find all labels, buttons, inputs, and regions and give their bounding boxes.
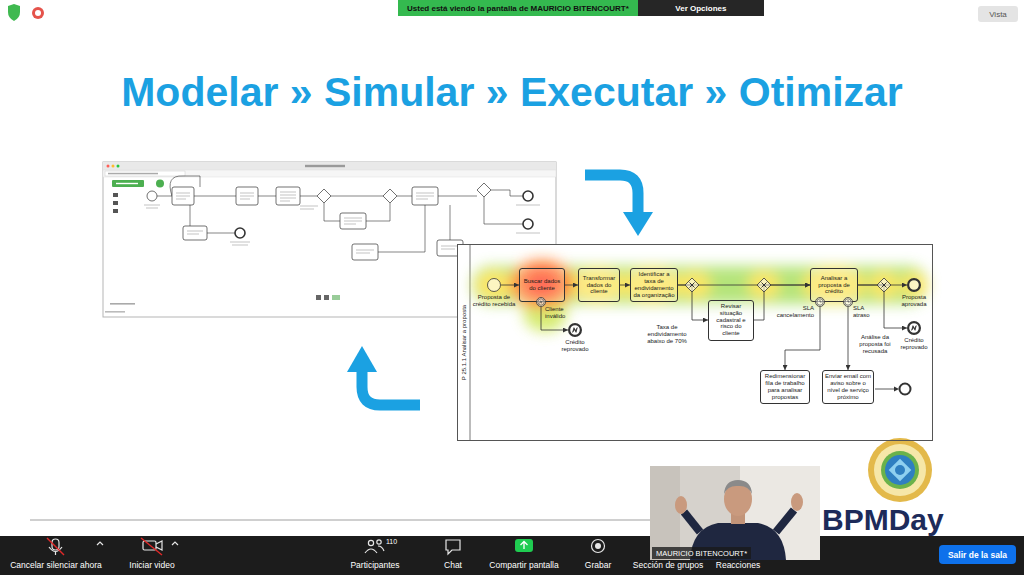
pool-ground (457, 244, 933, 441)
bpmn-task: Analisar a proposta de crédito (810, 268, 858, 302)
bpmn-task: Transformar dados do cliente (578, 268, 620, 302)
sequence-flow (858, 285, 907, 328)
event-circle (487, 278, 501, 292)
label-box: Iniciar video (82, 561, 222, 570)
event-label-box: Proposta aprovada (898, 294, 930, 308)
event-label: SLA atraso (853, 305, 879, 319)
toolbar-label: Reacciones (668, 561, 808, 570)
security-icon (8, 4, 20, 21)
bpmn-event: Proposta de crédito recebida (487, 278, 501, 292)
event-label: Proposta de crédito recebida (472, 294, 516, 308)
sequence-flow (848, 307, 849, 370)
sequence-flow (501, 285, 519, 286)
event-circle (536, 297, 546, 307)
event-label: Crédito reprovado (557, 339, 593, 353)
view-button: Vista (978, 6, 1018, 22)
event-label-box: SLA cancelamento (774, 305, 814, 319)
task-label: Analisar a proposta de crédito (813, 275, 855, 296)
bpmn-event: Proposta aprovada (907, 278, 921, 292)
bpmn-task: Buscar dados do cliente (519, 268, 565, 302)
boundary-event: SLA atraso (843, 297, 853, 307)
event-label: Crédito reprovado (898, 337, 930, 351)
logo-text: BPMDay (822, 503, 944, 536)
event-label: Cliente inválido (545, 306, 573, 320)
toolbar-label: Cancelar silenciar ahora (0, 561, 126, 570)
pool-label-box: P 25.1.1 Analisar a proposta (458, 245, 470, 440)
label-box: BPMDay (822, 503, 944, 536)
slide-title-box: Modelar » Simular » Executar » Otimizar (0, 70, 1024, 115)
flow-label-box: Taxa de endividamento abaixo de 70% (646, 324, 688, 345)
bpmday-emblem (868, 438, 932, 502)
event-circle (568, 323, 582, 337)
sequence-flow (875, 389, 895, 390)
slide-rule (30, 520, 650, 521)
event-circle (843, 297, 853, 307)
flow-label: Análise da proposta foi recusada (857, 334, 893, 355)
pool-label: P 25.1.1 Analisar a proposta (461, 305, 467, 380)
share-banner: Usted está viendo la pantalla de MAURICI… (398, 0, 638, 16)
menu-text: Ver Opciones (675, 4, 726, 13)
video-tile (650, 466, 820, 560)
task-label: Enviar email com aviso sobre o nível de … (825, 373, 871, 401)
event-circle (907, 278, 921, 292)
task-label: Revisar situação cadastral e risco do cl… (711, 303, 751, 337)
toolbar-label: Iniciar video (82, 561, 222, 570)
boundary-event: SLA cancelamento (815, 297, 825, 307)
boundary-event: Cliente inválido (536, 297, 546, 307)
task-label: Buscar dados do cliente (522, 278, 562, 292)
event-label-box: Crédito reprovado (557, 339, 593, 353)
sequence-flow (565, 285, 578, 286)
task-label: Identificar a taxa de endividamento da o… (633, 271, 675, 299)
slide-title: Modelar » Simular » Executar » Otimizar (121, 69, 903, 115)
bpmn-event: Crédito reprovado (568, 323, 582, 337)
button-text: Vista (989, 10, 1007, 19)
options-menu: Ver Opciones (638, 0, 764, 16)
label-box: Participantes (305, 561, 445, 570)
gateway-diamond (685, 278, 891, 292)
flow-label: Taxa de endividamento abaixo de 70% (646, 324, 688, 345)
bpmn-task: Revisar situação cadastral e risco do cl… (708, 300, 754, 341)
event-label-box: Proposta de crédito recebida (472, 294, 516, 308)
label-box: Cancelar silenciar ahora (0, 561, 126, 570)
bpmn-task: Redimensionar fila de trabalho para anal… (760, 370, 810, 404)
modeler-window (103, 162, 556, 317)
leave-button: Salir de la sala (939, 545, 1016, 564)
bpmn-task: Enviar email com aviso sobre o nível de … (822, 370, 874, 404)
record-icon (32, 7, 44, 19)
name-badge: MAURICIO BITENCOURT* (652, 547, 751, 559)
toolbar-label: 110 (386, 538, 397, 546)
bpmn-event: Crédito reprovado (907, 321, 921, 335)
task-label: Redimensionar fila de trabalho para anal… (763, 373, 807, 401)
button-text: Salir de la sala (948, 550, 1007, 560)
bpmn-task: Identificar a taxa de endividamento da o… (630, 268, 678, 302)
event-circle (907, 321, 921, 335)
pool-band-line (470, 244, 471, 441)
banner-text: Usted está viendo la pantalla de MAURICI… (407, 4, 629, 13)
cycle-arrow (347, 346, 420, 405)
end-event (900, 384, 911, 395)
meeting-toolbar (0, 536, 1024, 575)
event-label-box: Crédito reprovado (898, 337, 930, 351)
sequence-flow (620, 285, 630, 286)
participant-name: MAURICIO BITENCOURT* (656, 549, 747, 558)
flow-label-box: Análise da proposta foi recusada (857, 334, 893, 355)
toolbar-label: Compartir pantalla (454, 561, 594, 570)
cycle-arrow (585, 175, 653, 236)
toolbar-label: Participantes (305, 561, 445, 570)
label-box: Compartir pantalla (454, 561, 594, 570)
event-label-box: SLA atraso (853, 305, 879, 319)
task-label: Transformar dados do cliente (581, 275, 617, 296)
label-box: 110 (386, 538, 397, 546)
label-box: Reacciones (668, 561, 808, 570)
event-label: Proposta aprovada (898, 294, 930, 308)
toolbar-icons (49, 539, 605, 555)
event-circle (815, 297, 825, 307)
heat-map (472, 260, 928, 332)
event-label: SLA cancelamento (774, 305, 814, 319)
event-label-box: Cliente inválido (545, 306, 573, 320)
